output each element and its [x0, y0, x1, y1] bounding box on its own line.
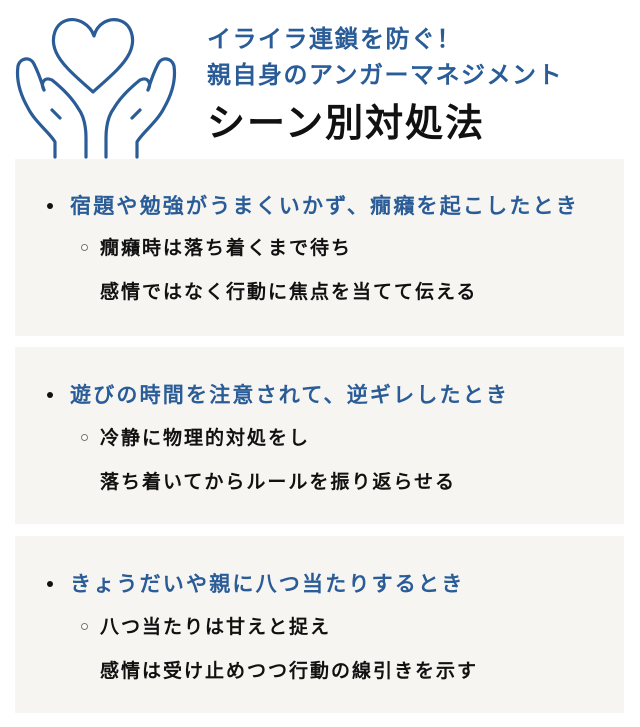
bullet-circle-icon — [81, 434, 88, 441]
scene-tip: 感情ではなく行動に焦点を当てて伝える — [100, 281, 478, 303]
subtitle-line-1: イライラ連鎖を防ぐ！ — [207, 25, 462, 53]
bullet-circle-icon — [81, 623, 88, 630]
bullet-disc-icon — [47, 581, 53, 587]
scene-tip: 感情は受け止めつつ行動の線引きを示す — [100, 660, 479, 682]
scene-heading: きょうだいや親に八つ当たりするとき — [70, 572, 465, 596]
scene-tip: 癇癪時は落ち着くまで待ち — [100, 237, 353, 259]
bullet-disc-icon — [47, 392, 53, 398]
scene-panel-1: 宿題や勉強がうまくいかず、癇癪を起こしたとき 癇癪時は落ち着くまで待ち 感情では… — [15, 159, 624, 336]
scene-heading: 遊びの時間を注意されて、逆ギレしたとき — [70, 383, 510, 407]
heart-in-hands-icon — [15, 18, 177, 159]
page-title: シーン別対処法 — [207, 101, 486, 145]
scene-heading: 宿題や勉強がうまくいかず、癇癪を起こしたとき — [70, 194, 579, 218]
bullet-circle-icon — [81, 244, 88, 251]
scene-tip: 冷静に物理的対処をし — [100, 427, 311, 449]
scene-panel-2: 遊びの時間を注意されて、逆ギレしたとき 冷静に物理的対処をし 落ち着いてからルー… — [15, 347, 624, 524]
scene-tip: 落ち着いてからルールを振り返らせる — [100, 471, 457, 493]
subtitle-line-2: 親自身のアンガーマネジメント — [207, 61, 564, 89]
scene-panel-3: きょうだいや親に八つ当たりするとき 八つ当たりは甘えと捉え 感情は受け止めつつ行… — [15, 536, 624, 713]
header: イライラ連鎖を防ぐ！ 親自身のアンガーマネジメント シーン別対処法 — [0, 0, 640, 159]
bullet-disc-icon — [47, 203, 53, 209]
scene-tip: 八つ当たりは甘えと捉え — [100, 616, 332, 638]
